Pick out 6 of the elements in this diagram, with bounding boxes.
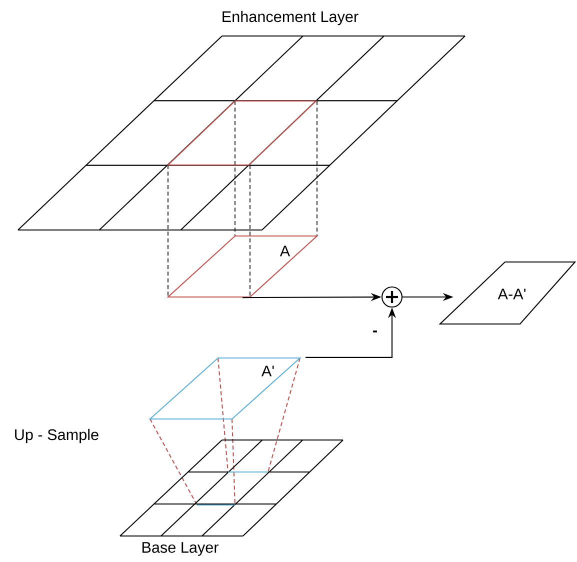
process-label: Up - Sample (15, 428, 98, 444)
sum-circle (381, 286, 403, 308)
grid-layer: Enhancement Layer (18, 10, 466, 231)
edge-label: - (371, 329, 379, 337)
grid-layer: Base Layer (120, 439, 344, 556)
node-label: Enhancement Layer (222, 10, 358, 26)
